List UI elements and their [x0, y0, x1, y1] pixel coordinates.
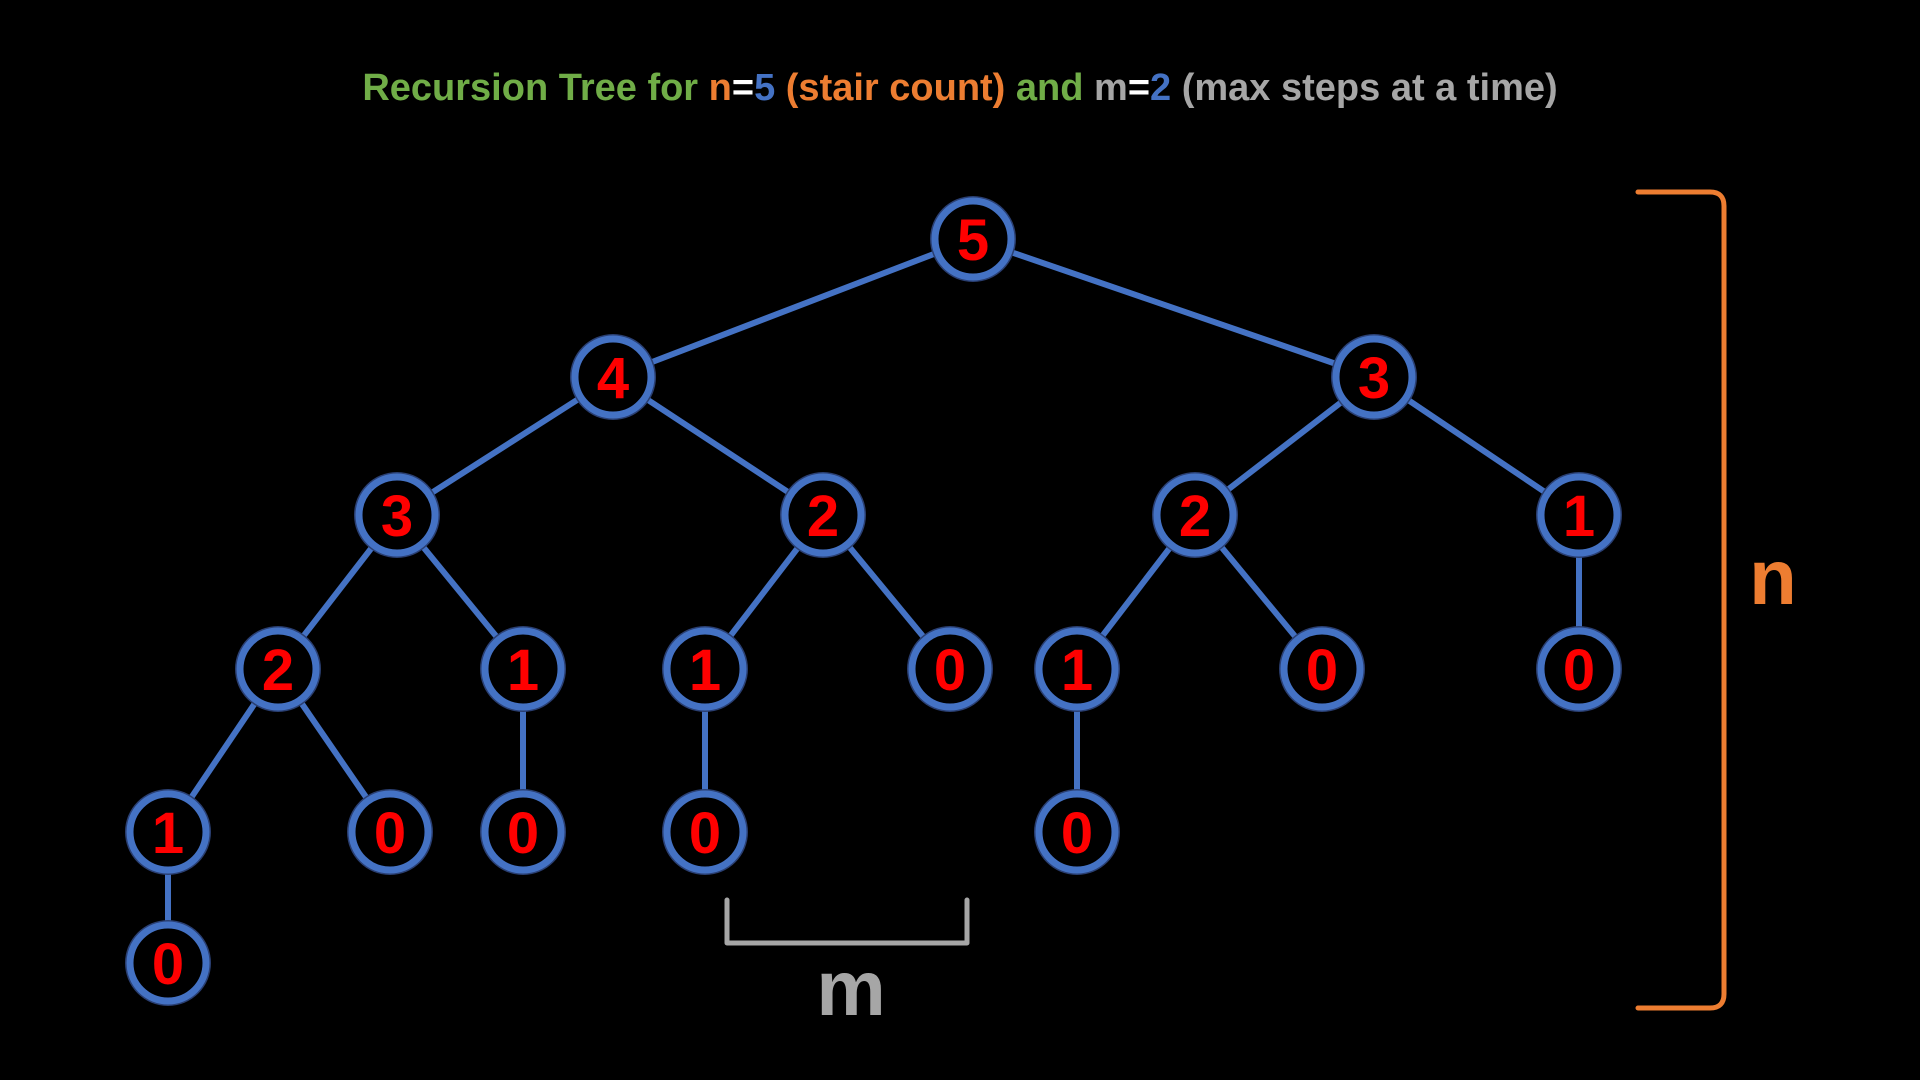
tree-node-circle [931, 197, 1015, 281]
tree-node-circle [1153, 473, 1237, 557]
tree-node-label: 0 [374, 801, 406, 866]
tree-node-label: 0 [507, 801, 539, 866]
title-segment: (stair count) [775, 67, 1016, 109]
tree-node-circle [663, 627, 747, 711]
tree-node: 0 [1279, 626, 1365, 712]
title-segment: = [732, 67, 754, 109]
tree-node-label: 3 [381, 484, 413, 549]
title-segment: 5 [754, 67, 775, 109]
tree-node: 0 [907, 626, 993, 712]
tree-node: 4 [570, 334, 656, 420]
tree-node-circle [348, 790, 432, 874]
tree-node: 5 [930, 196, 1016, 282]
tree-node-circle [1035, 627, 1119, 711]
tree-node-circle [908, 627, 992, 711]
breadth-brace-label: m [816, 944, 885, 1032]
tree-node: 0 [480, 789, 566, 875]
tree-node-circle [1035, 790, 1119, 874]
tree-node-label: 1 [507, 638, 539, 703]
tree-node-label: 0 [934, 638, 966, 703]
tree-node-circle [663, 790, 747, 874]
depth-brace [1635, 189, 1727, 1011]
tree-node-circle [781, 473, 865, 557]
tree-node: 2 [1152, 472, 1238, 558]
tree-node-circle [355, 473, 439, 557]
tree-node-label: 2 [262, 638, 294, 703]
tree-node-label: 1 [152, 801, 184, 866]
tree-node: 0 [125, 920, 211, 1006]
breadth-brace [724, 897, 970, 946]
tree-nodes: 5 4 3 3 2 2 1 2 1 1 0 1 0 0 1 0 0 0 0 0 [125, 196, 1622, 1006]
tree-node-label: 2 [1179, 484, 1211, 549]
tree-node: 0 [662, 789, 748, 875]
tree-node: 2 [780, 472, 866, 558]
tree-node-circle [1537, 627, 1621, 711]
tree-node-circle [481, 790, 565, 874]
tree-node: 1 [480, 626, 566, 712]
title-segment: 2 [1150, 67, 1171, 109]
title-segment: Recursion Tree for [362, 67, 708, 109]
title-segment: (max steps at a time) [1171, 67, 1557, 109]
tree-node: 0 [347, 789, 433, 875]
title-segment: m [1094, 67, 1128, 109]
title-segment: n [709, 67, 732, 109]
tree-node: 0 [1536, 626, 1622, 712]
tree-node-label: 2 [807, 484, 839, 549]
tree-node-circle [236, 627, 320, 711]
tree-node-circle [126, 921, 210, 1005]
tree-node: 1 [125, 789, 211, 875]
title-segment: = [1128, 67, 1150, 109]
depth-brace-label: n [1749, 533, 1797, 621]
tree-node-label: 1 [1061, 638, 1093, 703]
tree-node-label: 0 [689, 801, 721, 866]
tree-node: 1 [662, 626, 748, 712]
tree-node: 2 [235, 626, 321, 712]
tree-node-label: 5 [957, 208, 989, 273]
tree-node-label: 0 [1563, 638, 1595, 703]
tree-node: 3 [354, 472, 440, 558]
tree-edge [972, 236, 1375, 380]
tree-node-circle [1332, 335, 1416, 419]
title-segment: and [1016, 67, 1094, 109]
tree-edge [611, 236, 975, 380]
tree-node-label: 1 [1563, 484, 1595, 549]
tree-node: 3 [1331, 334, 1417, 420]
tree-node: 0 [1034, 789, 1120, 875]
tree-node-circle [481, 627, 565, 711]
tree-node-label: 0 [1061, 801, 1093, 866]
tree-node: 1 [1536, 472, 1622, 558]
tree-node-circle [1280, 627, 1364, 711]
tree-node-label: 0 [1306, 638, 1338, 703]
tree-node: 1 [1034, 626, 1120, 712]
diagram-title: Recursion Tree for n=5 (stair count) and… [362, 67, 1557, 109]
tree-node-label: 3 [1358, 346, 1390, 411]
tree-node-label: 1 [689, 638, 721, 703]
tree-node-circle [126, 790, 210, 874]
tree-node-label: 4 [597, 346, 629, 411]
tree-node-circle [571, 335, 655, 419]
tree-node-label: 0 [152, 932, 184, 997]
tree-node-circle [1537, 473, 1621, 557]
